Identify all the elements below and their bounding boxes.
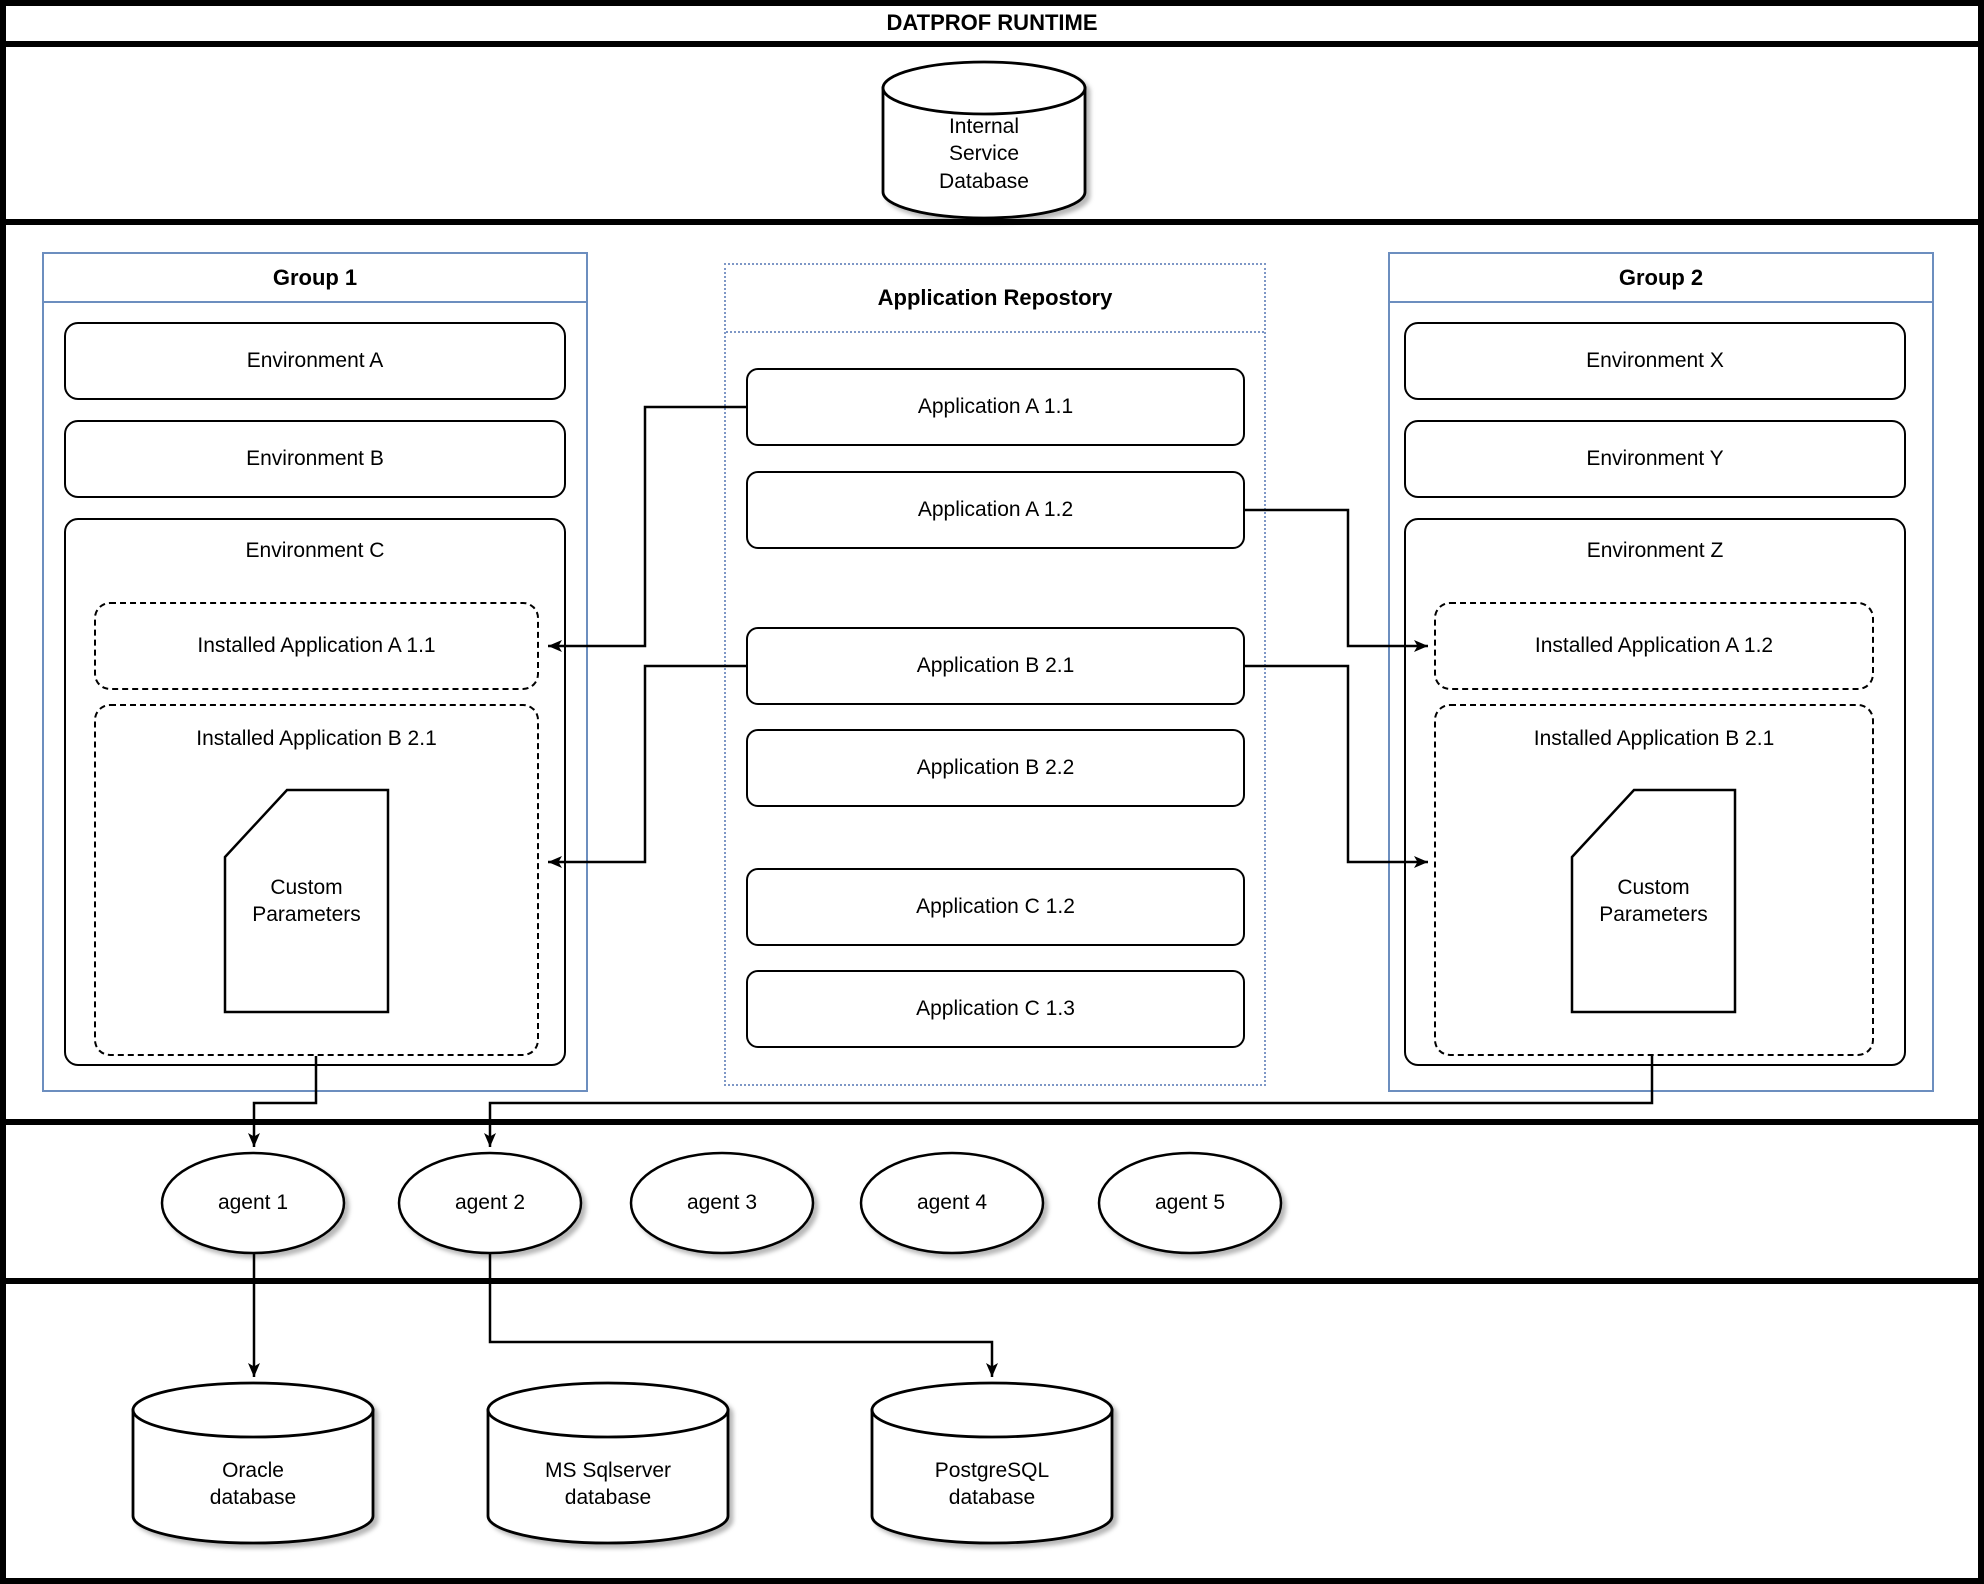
ms-sqlserver-database-label: MS Sqlserver database <box>544 1458 672 1509</box>
agent3-label: agent 3 <box>686 1191 758 1215</box>
agent5-label: agent 5 <box>1154 1191 1226 1215</box>
band-divider <box>0 219 1984 225</box>
custom-parameters-label-group2: Custom Parameters <box>1599 875 1708 926</box>
group2-title: Group 2 <box>1390 254 1932 303</box>
band-divider <box>0 1278 1984 1284</box>
application-c13-box: Application C 1.3 <box>746 970 1245 1048</box>
application-b21-box: Application B 2.1 <box>746 627 1245 705</box>
page-title: DATPROF RUNTIME <box>886 10 1098 35</box>
band-divider <box>0 1119 1984 1125</box>
environment-y-box: Environment Y <box>1404 420 1906 498</box>
postgresql-database-label: PostgreSQL database <box>934 1458 1050 1509</box>
agent2-label: agent 2 <box>454 1191 526 1215</box>
group1-title: Group 1 <box>44 254 586 303</box>
application-a12-box: Application A 1.2 <box>746 471 1245 549</box>
application-b22-box: Application B 2.2 <box>746 729 1245 807</box>
oracle-database-label: Oracle database <box>209 1458 297 1509</box>
installed-application-a11-box: Installed Application A 1.1 <box>94 602 539 690</box>
connector-agent2-to-postgresql <box>488 1253 998 1377</box>
band-divider <box>0 41 1984 47</box>
custom-parameters-label-group1: Custom Parameters <box>252 875 361 926</box>
environment-b-box: Environment B <box>64 420 566 498</box>
application-a11-box: Application A 1.1 <box>746 368 1245 446</box>
installed-application-a12-box: Installed Application A 1.2 <box>1434 602 1874 690</box>
environment-a-box: Environment A <box>64 322 566 400</box>
agent1-label: agent 1 <box>217 1191 289 1215</box>
application-repository-title: Application Repostory <box>726 265 1264 333</box>
environment-x-box: Environment X <box>1404 322 1906 400</box>
agent4-label: agent 4 <box>916 1191 988 1215</box>
application-c12-box: Application C 1.2 <box>746 868 1245 946</box>
internal-service-database-label: Internal Service Database <box>939 115 1029 193</box>
